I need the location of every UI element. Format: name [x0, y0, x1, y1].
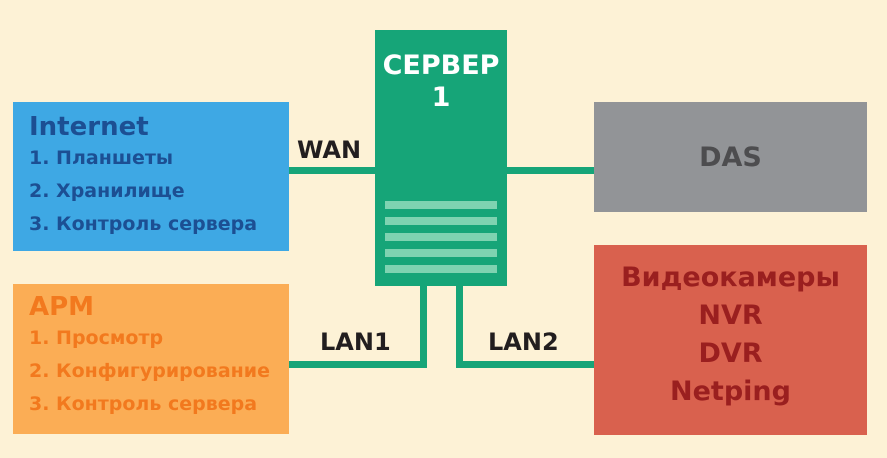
server-title-line1: СЕРВЕР [382, 50, 500, 81]
apm-item-view: 1. Просмотр [29, 327, 164, 349]
server-vent-stripe [385, 249, 497, 257]
lan2-line-vertical [456, 286, 463, 368]
internet-box: Internet 1. Планшеты 2. Хранилище 3. Кон… [13, 102, 289, 251]
server-vent-stripe [385, 265, 497, 273]
wan-label: WAN [297, 136, 362, 164]
internet-item-tablets: 1. Планшеты [29, 147, 174, 169]
internet-title: Internet [29, 112, 149, 142]
cameras-item-videocameras: Видеокамеры [621, 262, 840, 293]
das-box: DAS [594, 102, 867, 212]
lan1-label: LAN1 [320, 328, 391, 356]
cameras-item-netping: Netping [670, 376, 791, 407]
server-box: СЕРВЕР 1 [375, 30, 507, 286]
cameras-item-dvr: DVR [698, 338, 763, 369]
internet-item-storage: 2. Хранилище [29, 180, 185, 202]
lan1-line-horizontal [289, 361, 427, 368]
server-vent-stripe [385, 217, 497, 225]
server-title: СЕРВЕР 1 [375, 50, 507, 114]
server-vent-stripe [385, 201, 497, 209]
lan2-line-horizontal [456, 361, 594, 368]
server-vent-stripe [385, 233, 497, 241]
apm-title: АРМ [29, 292, 95, 322]
lan2-label: LAN2 [488, 328, 559, 356]
cameras-item-nvr: NVR [698, 300, 763, 331]
internet-item-server-control: 3. Контроль сервера [29, 213, 258, 235]
server-title-line2: 1 [431, 82, 451, 113]
lan1-line-vertical [420, 286, 427, 368]
apm-item-server-control: 3. Контроль сервера [29, 393, 258, 415]
das-title: DAS [699, 141, 762, 173]
das-line [507, 167, 594, 174]
wan-line [289, 167, 375, 174]
apm-item-configuration: 2. Конфигурирование [29, 360, 270, 382]
cameras-box: Видеокамеры NVR DVR Netping [594, 245, 867, 435]
apm-box: АРМ 1. Просмотр 2. Конфигурирование 3. К… [13, 284, 289, 434]
